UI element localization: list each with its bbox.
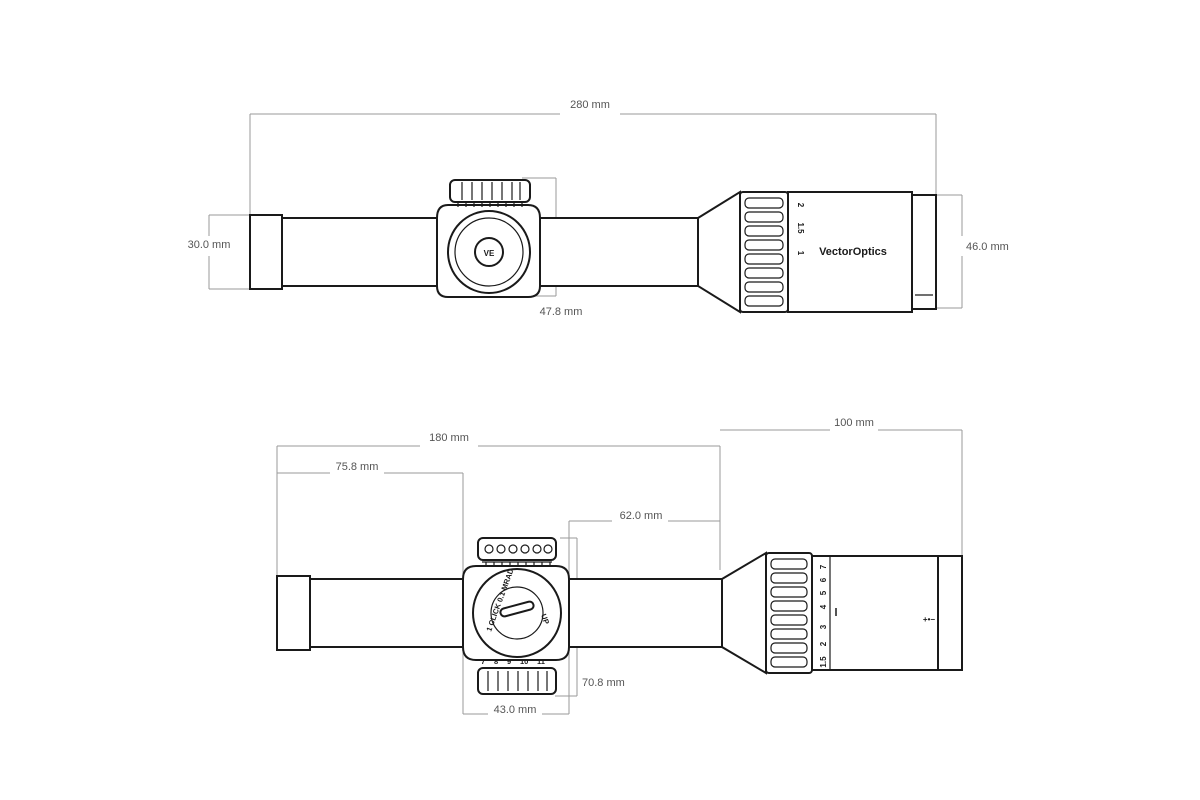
illum-10: 10 <box>520 657 528 666</box>
mag-mark-1-5: 1.5 <box>796 222 805 234</box>
length-75-label: 75.8 mm <box>336 461 379 473</box>
length-label: 280 mm <box>570 99 610 111</box>
side-objective-taper <box>721 551 767 675</box>
side-mag-2: 2 <box>819 641 828 646</box>
illum-9: 9 <box>507 657 511 666</box>
objective-bell <box>787 191 913 313</box>
side-mag-5: 5 <box>819 590 828 595</box>
width-43-label: 43.0 mm <box>494 704 537 716</box>
objective-taper <box>697 190 741 314</box>
mag-mark-2: 2 <box>796 203 805 208</box>
top-view: 280 mm 30.0 mm 46.0 mm 47.8 mm <box>188 99 1009 318</box>
mag-mark-1: 1 <box>796 251 805 256</box>
windage-turret-inner <box>454 217 524 287</box>
side-view: 180 mm 100 mm 75.8 mm 62.0 mm 70.8 mm 43… <box>276 417 963 716</box>
illum-11: 11 <box>537 657 545 666</box>
coin-slot <box>499 600 535 618</box>
main-tube-rear <box>281 217 438 287</box>
up-label: UP <box>539 613 551 626</box>
side-objective-bell <box>811 555 939 671</box>
objective-diameter-label: 46.0 mm <box>966 241 1009 253</box>
length-100-label: 100 mm <box>834 417 874 429</box>
side-main-tube-rear <box>309 578 464 648</box>
illumination-knob <box>477 667 557 695</box>
windage-dial-inner <box>490 586 544 640</box>
side-mag-6: 6 <box>819 577 828 582</box>
side-elevation-knurling <box>484 544 553 554</box>
turret-height-label: 47.8 mm <box>540 306 583 318</box>
turret-knurling <box>461 182 521 200</box>
side-mag-4: 4 <box>819 604 828 609</box>
brand-logo: VectorOptics <box>819 246 887 258</box>
height-70-label: 70.8 mm <box>582 677 625 689</box>
illum-7: 7 <box>481 657 485 666</box>
objective-lens-cap <box>911 194 937 310</box>
side-mag-3: 3 <box>819 624 828 629</box>
side-mag-1-5: 1.5 <box>819 656 828 668</box>
main-tube-front <box>539 217 699 287</box>
side-mag-7: 7 <box>819 564 828 569</box>
eyepiece <box>249 214 283 290</box>
side-mag-ring-ribs <box>770 558 808 668</box>
magnification-ring <box>739 191 789 313</box>
side-objective-cap <box>937 555 963 671</box>
side-magnification-ring <box>765 552 813 674</box>
parallax-mark: +•− <box>923 615 935 624</box>
illum-8: 8 <box>494 657 498 666</box>
mag-ring-ribs <box>744 197 784 307</box>
tube-diameter-label: 30.0 mm <box>188 239 231 251</box>
length-62-label: 62.0 mm <box>620 510 663 522</box>
length-180-label: 180 mm <box>429 432 469 444</box>
logo-monogram: VE <box>484 249 495 258</box>
illumination-knurling <box>487 671 548 691</box>
side-elevation-ticks <box>482 561 552 567</box>
side-main-tube-front <box>568 578 723 648</box>
turret-scale-ticks <box>455 201 525 207</box>
side-eyepiece <box>276 575 311 651</box>
logo-badge <box>474 237 504 267</box>
